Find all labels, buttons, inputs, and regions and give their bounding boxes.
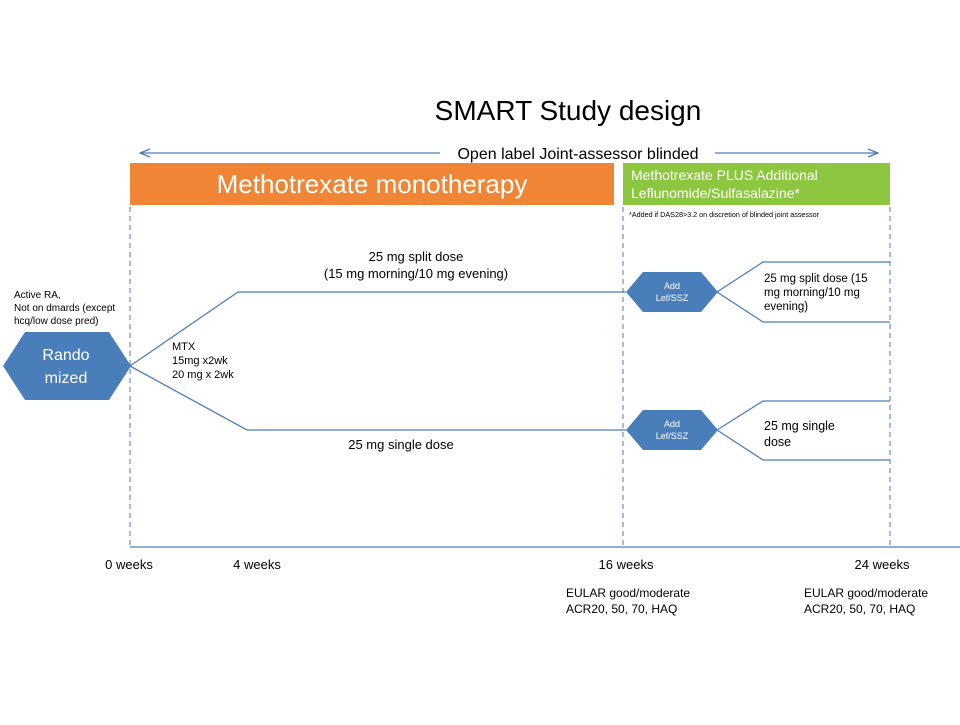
single-after-line2: dose xyxy=(764,435,791,449)
randomized-node xyxy=(3,332,131,400)
week16-label: 16 weeks xyxy=(599,557,654,572)
single-upper-branch xyxy=(716,400,890,431)
split-after-line3: evening) xyxy=(764,301,808,313)
add-node-upper-line1: Add xyxy=(664,281,680,291)
outcomes16-line1: EULAR good/moderate xyxy=(566,586,690,600)
outcomes24-line2: ACR20, 50, 70, HAQ xyxy=(804,602,915,616)
induction-line1: MTX xyxy=(172,341,196,353)
arm-paths xyxy=(129,261,890,461)
single-dose-label: 25 mg single dose xyxy=(348,437,454,452)
add-node-lower-line2: Lef/SSZ xyxy=(656,431,689,441)
randomized-line1: Rando xyxy=(42,347,89,364)
split-after-line1: 25 mg split dose (15 xyxy=(764,273,868,285)
split-dose-label-line2: (15 mg morning/10 mg evening) xyxy=(324,266,508,281)
phase2-label-line1: Methotrexate PLUS Additional xyxy=(631,167,818,183)
single-dose-path xyxy=(129,365,626,431)
induction-line3: 20 mg x 2wk xyxy=(172,369,234,381)
phase2-banner xyxy=(623,163,890,205)
single-after-line1: 25 mg single xyxy=(764,419,835,433)
outcomes24-line1: EULAR good/moderate xyxy=(804,586,928,600)
blinding-label: Open label Joint-assessor blinded xyxy=(457,146,698,163)
outcomes16-line2: ACR20, 50, 70, HAQ xyxy=(566,602,677,616)
split-lower-branch xyxy=(716,291,890,323)
add-lef-ssz-node-lower xyxy=(626,410,718,450)
phase2-label-line2: Leflunomide/Sulfasalazine* xyxy=(631,185,800,201)
split-after-line2: mg morning/10 mg xyxy=(764,287,860,299)
add-node-upper-line2: Lef/SSZ xyxy=(656,293,689,303)
population-line3: hcq/low dose pred) xyxy=(14,316,99,327)
induction-line2: 15mg x2wk xyxy=(172,355,228,367)
footnote: *Added if DAS28>3.2 on discretion of bli… xyxy=(629,210,820,219)
population-line1: Active RA, xyxy=(14,290,61,301)
randomized-line2: mized xyxy=(45,370,88,387)
blinding-label-bg xyxy=(440,142,715,164)
phase1-banner xyxy=(130,163,614,205)
split-dose-path xyxy=(129,291,626,367)
split-upper-branch xyxy=(716,261,890,293)
week4-label: 4 weeks xyxy=(233,557,281,572)
week24-label: 24 weeks xyxy=(855,557,910,572)
phase-dividers xyxy=(129,207,891,547)
add-node-lower-line1: Add xyxy=(664,419,680,429)
split-dose-label-line1: 25 mg split dose xyxy=(369,249,464,264)
week0-label: 0 weeks xyxy=(105,557,153,572)
phase1-label: Methotrexate monotherapy xyxy=(217,169,528,199)
diagram-title: SMART Study design xyxy=(435,95,702,126)
population-line2: Not on dmards (except xyxy=(14,303,115,314)
add-lef-ssz-node-upper xyxy=(626,272,718,312)
single-lower-branch xyxy=(716,429,890,461)
